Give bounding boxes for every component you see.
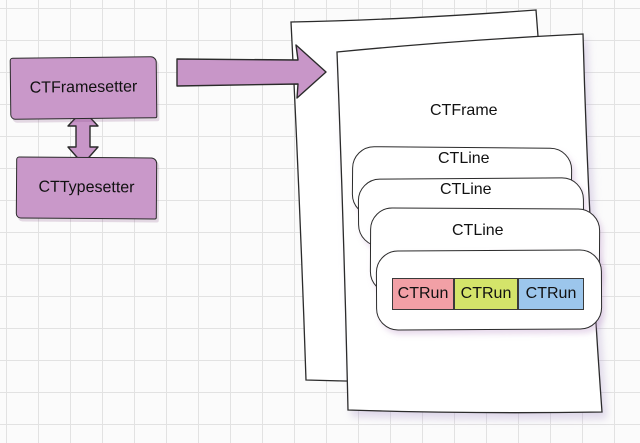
framesetter-to-frame-arrow <box>176 44 327 99</box>
cttypesetter-box: CTTypesetter <box>15 156 158 220</box>
ctline-label-1: CTLine <box>438 150 490 167</box>
ctrun-box-1: CTRun <box>392 278 454 310</box>
ctrun-label-2: CTRun <box>460 285 512 302</box>
ctframesetter-label: CTFramesetter <box>29 78 138 97</box>
ctrun-box-3: CTRun <box>518 278 584 310</box>
ctframe-label: CTFrame <box>430 102 498 119</box>
ctrun-box-2: CTRun <box>454 278 518 310</box>
ctframesetter-box: CTFramesetter <box>9 56 158 120</box>
ctrun-label-3: CTRun <box>525 285 577 302</box>
ctrun-label-1: CTRun <box>397 285 449 302</box>
ctline-label-3: CTLine <box>452 222 504 239</box>
cttypesetter-label: CTTypesetter <box>38 178 135 197</box>
ctline-label-2: CTLine <box>440 181 492 198</box>
